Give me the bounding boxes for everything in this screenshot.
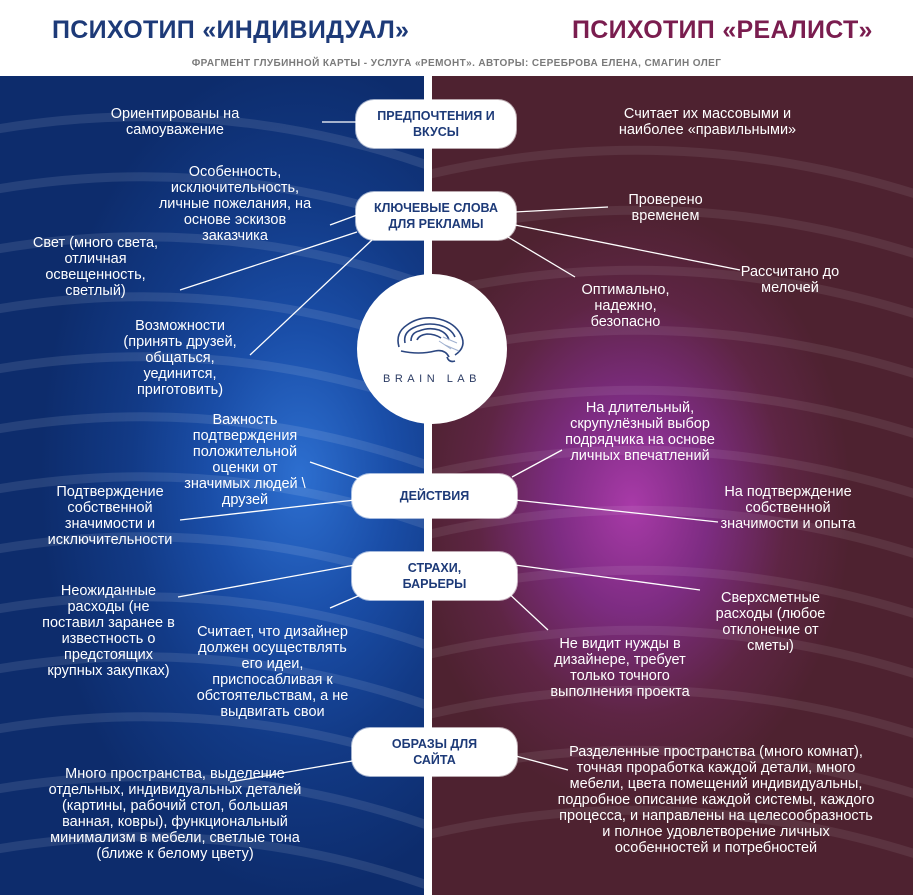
left-text-preferences: Ориентированы на самоуважение bbox=[110, 106, 240, 138]
right-text-actions-significance: На подтверждение собственной значимости … bbox=[720, 484, 856, 532]
left-text-keywords-light: Свет (много света, отличная освещенность… bbox=[32, 235, 159, 299]
left-text-fears-designer: Считает, что дизайнер должен осуществлят… bbox=[196, 624, 349, 720]
left-text-actions-significance: Подтверждение собственной значимости и и… bbox=[47, 484, 173, 548]
right-psychotype-title: ПСИХОТИП «РЕАЛИСТ» bbox=[572, 16, 873, 44]
left-text-fears-expenses: Неожиданные расходы (не поставил заранее… bbox=[42, 583, 175, 679]
header: ПСИХОТИП «ИНДИВИДУАЛ» ПСИХОТИП «РЕАЛИСТ»… bbox=[0, 0, 913, 76]
left-text-actions-approval: Важность подтверждения положительной оце… bbox=[184, 412, 306, 508]
brain-lab-label: BRAIN LAB bbox=[383, 373, 481, 385]
right-text-actions-choice: На длительный, скрупулёзный выбор подряд… bbox=[565, 400, 715, 464]
category-site-images-pill: ОБРАЗЫ ДЛЯ САЙТА bbox=[352, 728, 517, 776]
category-keywords-pill: КЛЮЧЕВЫЕ СЛОВА ДЛЯ РЕКЛАМЫ bbox=[356, 192, 516, 240]
left-text-keywords-exclusivity: Особенность, исключительность, личные по… bbox=[158, 164, 312, 244]
brain-icon bbox=[397, 317, 464, 363]
category-fears-pill: СТРАХИ, БАРЬЕРЫ bbox=[352, 552, 517, 600]
right-text-site-images: Разделенные пространства (много комнат),… bbox=[557, 744, 875, 856]
category-label: ПРЕДПОЧТЕНИЯ И ВКУСЫ bbox=[377, 109, 495, 139]
right-text-fears-overbudget: Сверхсметные расходы (любое отклонение о… bbox=[715, 590, 826, 654]
right-text-keywords-proven: Проверено временем bbox=[628, 192, 703, 224]
category-label: КЛЮЧЕВЫЕ СЛОВА ДЛЯ РЕКЛАМЫ bbox=[374, 201, 498, 231]
category-preferences-pill: ПРЕДПОЧТЕНИЯ И ВКУСЫ bbox=[356, 100, 516, 148]
category-label: ОБРАЗЫ ДЛЯ САЙТА bbox=[391, 737, 478, 767]
category-label: СТРАХИ, БАРЬЕРЫ bbox=[402, 561, 467, 591]
left-text-site-images: Много пространства, выделение отдельных,… bbox=[48, 766, 302, 862]
left-psychotype-title: ПСИХОТИП «ИНДИВИДУАЛ» bbox=[52, 16, 410, 44]
brain-lab-logo: BRAIN LAB bbox=[357, 274, 507, 424]
category-label: ДЕЙСТВИЯ bbox=[399, 489, 470, 503]
right-text-keywords-calculated: Рассчитано до мелочей bbox=[740, 264, 840, 296]
right-text-preferences: Считает их массовыми и наиболее «правиль… bbox=[618, 106, 797, 138]
category-actions-pill: ДЕЙСТВИЯ bbox=[352, 474, 517, 518]
left-text-keywords-opportunities: Возможности (принять друзей, общаться, у… bbox=[123, 318, 237, 398]
subtitle: ФРАГМЕНТ ГЛУБИННОЙ КАРТЫ - УСЛУГА «РЕМОН… bbox=[191, 58, 722, 69]
right-text-fears-designer: Не видит нужды в дизайнере, требует толь… bbox=[550, 636, 690, 700]
right-text-keywords-optimal: Оптимально, надежно, безопасно bbox=[581, 282, 670, 330]
